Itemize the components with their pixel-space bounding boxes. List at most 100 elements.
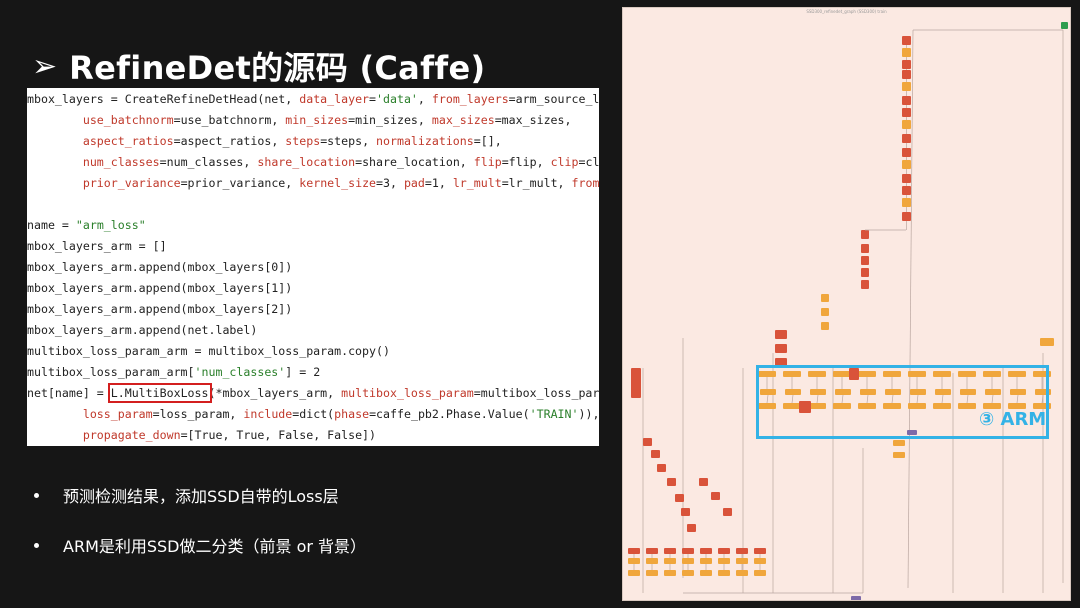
code-line: mbox_layers_arm.append(mbox_layers[1]) <box>27 281 293 295</box>
graph-arm-node <box>1010 389 1026 395</box>
graph-layer-node <box>682 548 694 554</box>
graph-edge <box>816 394 819 404</box>
graph-layer-node <box>861 256 869 265</box>
graph-layer-node <box>775 344 787 353</box>
graph-layer-node <box>718 570 730 576</box>
graph-layer-node <box>736 558 748 564</box>
graph-arm-node <box>758 403 776 409</box>
code-line: mbox_layers_arm.append(net.label) <box>27 323 258 337</box>
graph-edge <box>891 394 894 404</box>
graph-layer-node <box>723 508 732 516</box>
graph-layer-node <box>664 558 676 564</box>
graph-arm-node <box>958 403 976 409</box>
graph-arm-node <box>1008 403 1026 409</box>
graph-arm-node <box>858 403 876 409</box>
graph-layer-node <box>902 212 911 221</box>
graph-arm-node <box>933 371 951 377</box>
graph-arm-node <box>808 403 826 409</box>
graph-canvas <box>628 22 1068 600</box>
graph-edge <box>791 394 794 404</box>
bullet-text: 预测检测结果，添加SSD自带的Loss层 <box>63 487 339 506</box>
graph-layer-node <box>902 186 911 195</box>
code-line: propagate_down=[True, True, False, False… <box>82 428 377 442</box>
graph-layer-node <box>861 244 869 253</box>
graph-layer-node <box>902 60 911 69</box>
graph-layer-node <box>651 450 660 458</box>
bullet-dot-icon <box>34 542 39 548</box>
graph-arm-node <box>885 389 901 395</box>
graph-layer-node <box>682 570 694 576</box>
graph-layer-node <box>775 330 787 339</box>
graph-layer-node <box>643 438 652 446</box>
graph-arm-node <box>985 389 1001 395</box>
graph-layer-node <box>718 548 730 554</box>
code-line: aspect_ratios=aspect_ratios, steps=steps… <box>82 134 502 148</box>
graph-layer-node <box>893 440 905 446</box>
graph-layer-node <box>849 368 859 380</box>
graph-edge <box>1041 394 1044 404</box>
code-line: multibox_loss_param_arm['num_classes'] =… <box>27 365 321 379</box>
graph-layer-node <box>821 308 829 316</box>
graph-layer-node <box>902 82 911 91</box>
graph-arm-node <box>833 371 851 377</box>
graph-layer-node <box>667 478 676 486</box>
code-line: mbox_layers_arm.append(mbox_layers[0]) <box>27 260 293 274</box>
graph-layer-node <box>687 524 696 532</box>
code-line: num_classes=num_classes, share_location=… <box>82 155 599 169</box>
graph-layer-node <box>646 548 658 554</box>
graph-arm-node <box>958 371 976 377</box>
code-screenshot: mbox_layers = CreateRefineDetHead(net, d… <box>27 88 599 446</box>
graph-layer-node <box>646 558 658 564</box>
graph-layer-node <box>700 558 712 564</box>
graph-layer-node <box>628 558 640 564</box>
graph-arm-node <box>883 371 901 377</box>
graph-arm-node <box>908 371 926 377</box>
bullet-item: 预测检测结果，添加SSD自带的Loss层 <box>34 483 339 507</box>
graph-layer-node <box>861 230 869 239</box>
graph-layer-node <box>681 508 690 516</box>
graph-layer-node <box>902 160 911 169</box>
graph-arm-node <box>860 389 876 395</box>
graph-output-node <box>1061 22 1068 29</box>
graph-caption: SSD300_refinedet_graph (SSD300) train <box>806 9 887 14</box>
graph-layer-node <box>736 548 748 554</box>
slide-title: ➢ RefineDet的源码 (Caffe) <box>32 44 485 88</box>
graph-edge <box>866 394 869 404</box>
graph-edge <box>1016 394 1019 404</box>
graph-arm-node <box>783 403 801 409</box>
graph-arm-node <box>810 389 826 395</box>
graph-layer-node <box>700 570 712 576</box>
code-line: mbox_layers = CreateRefineDetHead(net, d… <box>27 92 599 106</box>
graph-layer-node <box>657 464 666 472</box>
graph-arm-node <box>760 389 776 395</box>
graph-layer-node <box>682 558 694 564</box>
code-line: multibox_loss_param_arm = multibox_loss_… <box>27 344 390 358</box>
code-line: net[name] = L.MultiBoxLoss(*mbox_layers_… <box>27 383 599 403</box>
graph-layer-node <box>821 322 829 330</box>
graph-layer-node <box>646 570 658 576</box>
graph-layer-node <box>675 494 684 502</box>
graph-layer-node <box>861 268 869 277</box>
graph-layer-node <box>893 452 905 458</box>
graph-layer-node <box>631 368 641 398</box>
graph-layer-node <box>664 570 676 576</box>
graph-layer-node <box>902 108 911 117</box>
graph-layer-node <box>902 174 911 183</box>
code-line: name = "arm_loss" <box>27 218 146 232</box>
bullet-text: ARM是利用SSD做二分类（前景 or 背景） <box>63 537 367 556</box>
graph-arm-node <box>808 371 826 377</box>
graph-arm-node <box>758 371 776 377</box>
code-line: prior_variance=prior_variance, kernel_si… <box>82 176 599 190</box>
graph-edge <box>907 29 914 589</box>
graph-arm-node <box>783 371 801 377</box>
graph-loss-node <box>907 430 917 435</box>
arm-highlight-box <box>756 365 1049 439</box>
graph-layer-node <box>799 401 811 413</box>
graph-edge <box>841 394 844 404</box>
graph-layer-node <box>700 548 712 554</box>
graph-edge <box>966 394 969 404</box>
graph-arm-node <box>858 371 876 377</box>
arrow-right-icon: ➢ <box>32 48 58 84</box>
graph-layer-node <box>711 492 720 500</box>
graph-arm-node <box>933 403 951 409</box>
